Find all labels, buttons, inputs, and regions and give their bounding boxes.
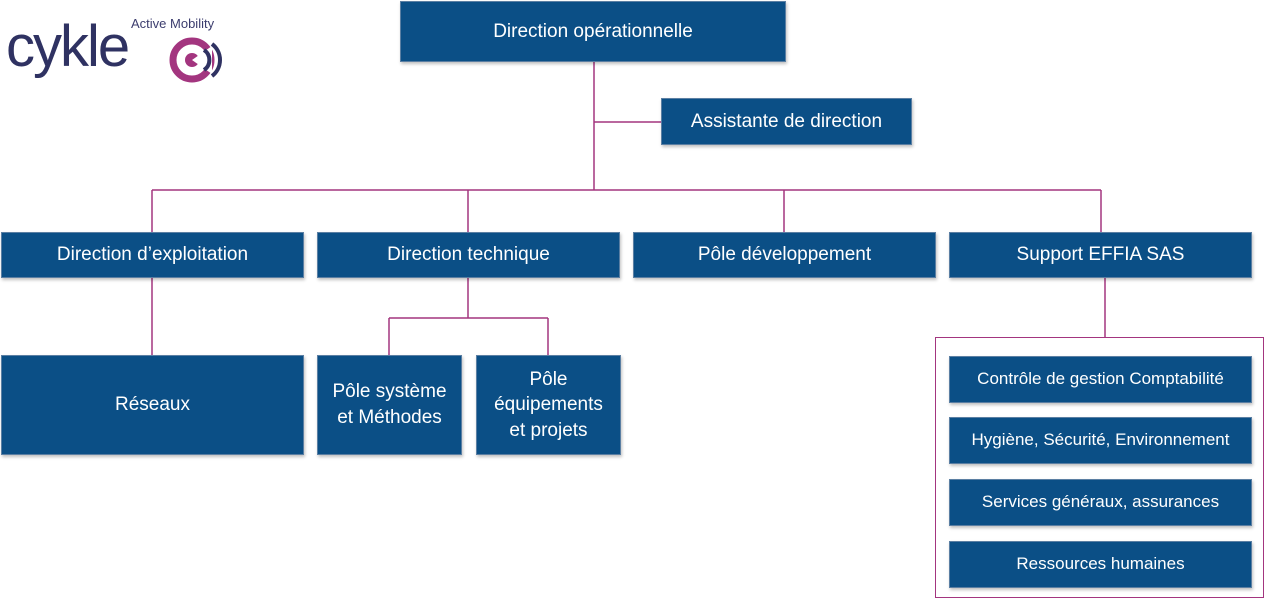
node-support-effia: Support EFFIA SAS	[949, 232, 1252, 278]
node-assistante-direction: Assistante de direction	[661, 98, 912, 145]
logo-mark-icon	[169, 37, 222, 83]
node-support-item: Contrôle de gestion Comptabilité	[949, 356, 1252, 403]
node-direction-operationnelle: Direction opérationnelle	[400, 1, 786, 62]
logo-tagline: Active Mobility	[131, 16, 215, 31]
node-pole-equipements-projets: Pôle équipements et projets	[476, 355, 621, 455]
support-group-frame	[935, 337, 1264, 598]
node-reseaux: Réseaux	[1, 355, 304, 455]
logo-wordmark: cykle	[6, 14, 130, 79]
node-pole-developpement: Pôle développement	[633, 232, 936, 278]
node-support-item: Hygiène, Sécurité, Environnement	[949, 417, 1252, 464]
node-direction-exploitation: Direction d’exploitation	[1, 232, 304, 278]
node-pole-systeme-methodes: Pôle système et Méthodes	[317, 355, 462, 455]
node-support-item: Ressources humaines	[949, 541, 1252, 588]
node-direction-technique: Direction technique	[317, 232, 620, 278]
node-support-item: Services généraux, assurances	[949, 479, 1252, 526]
